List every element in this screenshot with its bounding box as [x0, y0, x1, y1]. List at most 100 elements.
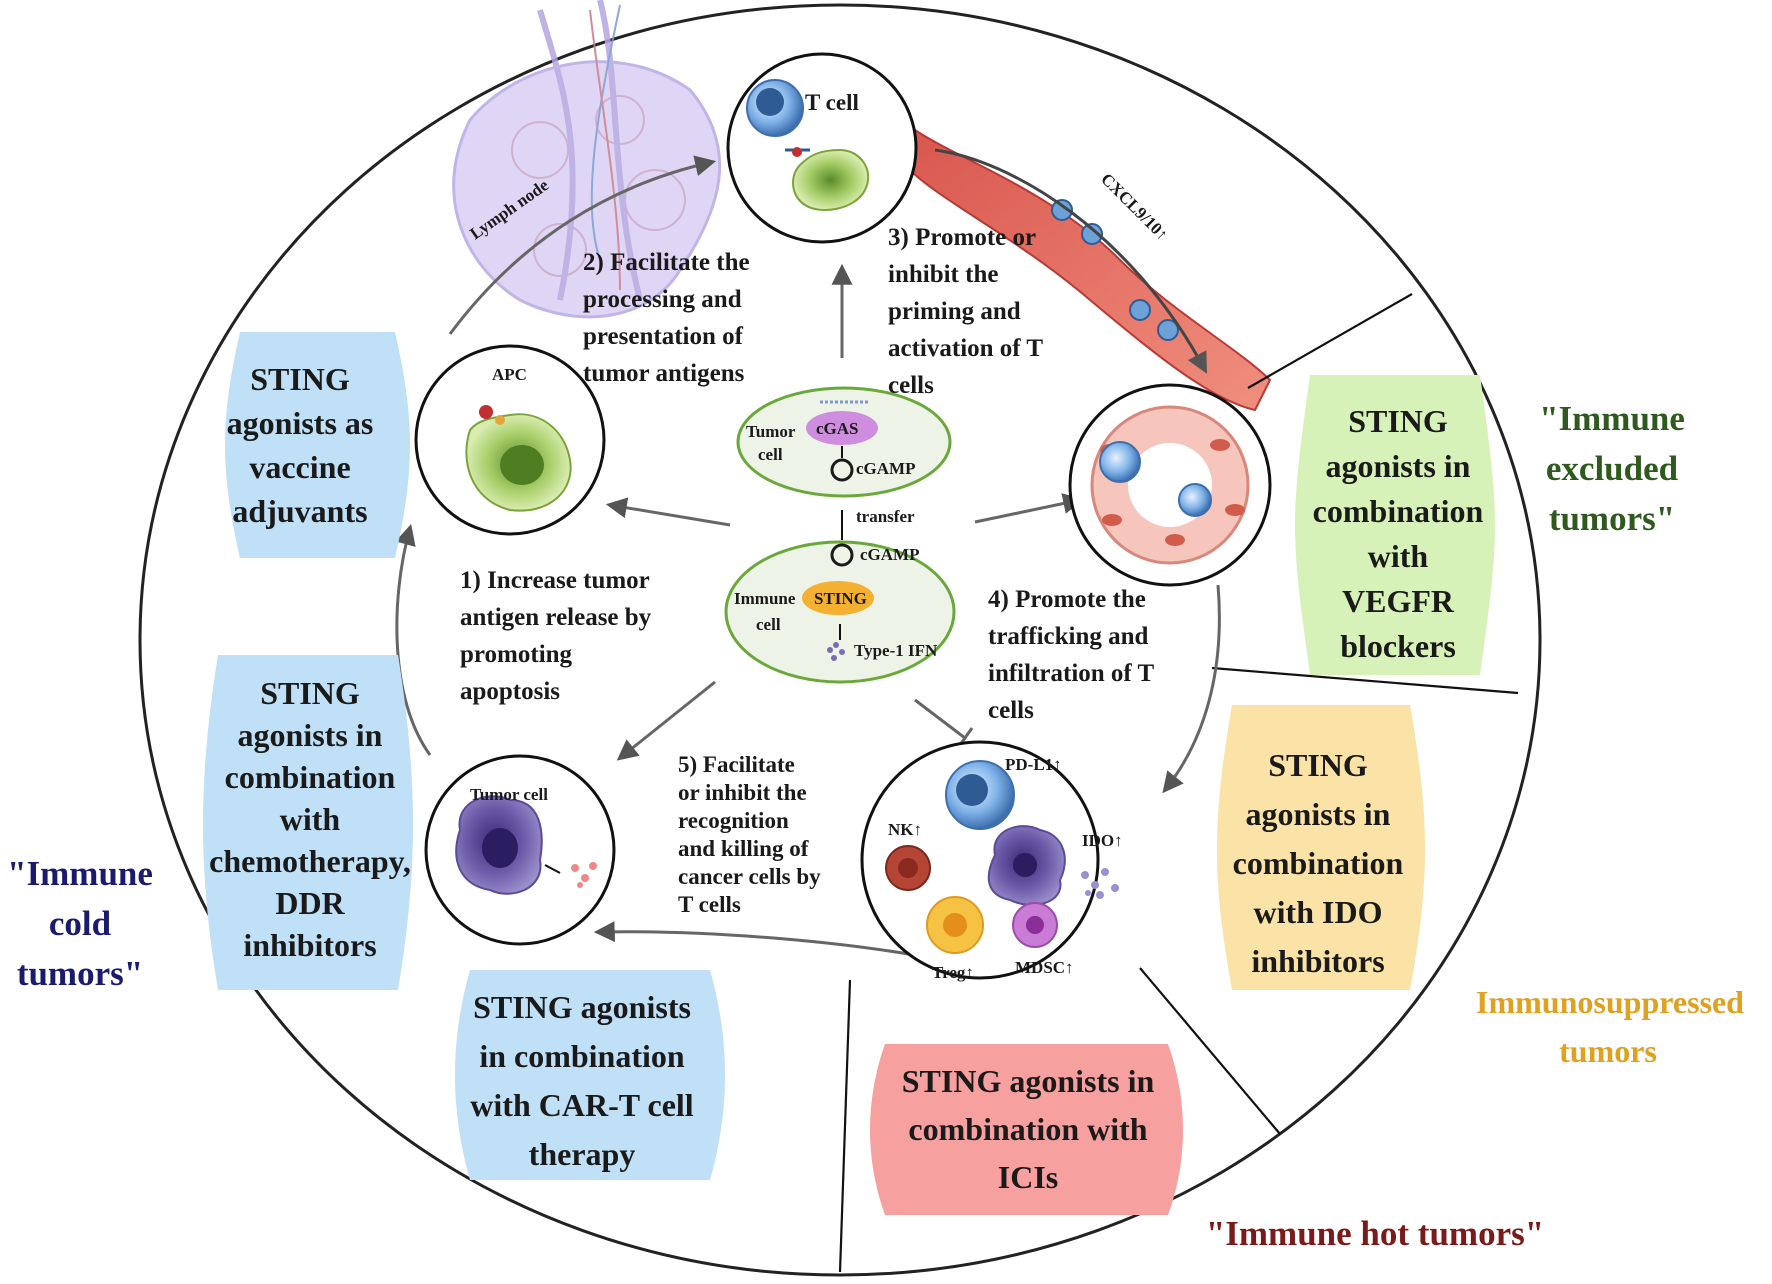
box-line: with: [280, 801, 341, 837]
apc-label: APC: [492, 365, 527, 384]
category-line: Immunosuppressed: [1476, 984, 1744, 1020]
vaccine-adjuvant-box: STING agonists as vaccine adjuvants: [225, 332, 410, 558]
step-4-line: cells: [988, 697, 1034, 724]
t-cell-node: T cell: [726, 52, 918, 244]
step-5-line: and killing of: [678, 836, 809, 861]
center-immune-cell-line1: Immune: [734, 589, 796, 608]
center-arrows: [605, 263, 1085, 761]
step-5-line: cancer cells by: [678, 864, 821, 889]
category-suppressed: Immunosuppressed tumors: [1476, 984, 1744, 1069]
category-cold: "Immune cold tumors": [7, 854, 153, 993]
apc-node: APC: [414, 344, 606, 536]
category-line: "Immune: [1539, 399, 1685, 438]
tumor-cell-node: Tumor cell: [424, 754, 616, 946]
car-t-box: STING agonists in combination with CAR-T…: [455, 970, 725, 1180]
cgamp-bottom-label: cGAMP: [860, 545, 919, 564]
mdsc-label: MDSC↑: [1015, 958, 1074, 977]
box-line: STING: [260, 675, 360, 711]
box-line: chemotherapy,: [209, 843, 411, 879]
step-1-line: antigen release by: [460, 604, 652, 631]
box-line: with CAR-T cell: [470, 1087, 694, 1123]
step-4: 4) Promote the trafficking and infiltrat…: [988, 586, 1155, 724]
sting-label: STING: [814, 589, 867, 608]
step-5-line: 5) Facilitate: [678, 752, 795, 777]
treg-label: Treg↑: [932, 963, 974, 982]
ici-box: STING agonists in combination with ICIs: [870, 1044, 1183, 1215]
box-line: ICIs: [998, 1159, 1058, 1195]
box-line: STING: [1268, 747, 1368, 783]
center-tumor-cell-line1: Tumor: [746, 422, 796, 441]
step-1: 1) Increase tumor antigen release by pro…: [460, 567, 652, 705]
box-line: STING agonists in: [902, 1063, 1155, 1099]
box-line: STING agonists: [473, 989, 691, 1025]
category-line: tumors: [1559, 1033, 1657, 1069]
transfer-label: transfer: [856, 507, 915, 526]
step-2-line: presentation of: [583, 323, 744, 350]
step-2-line: processing and: [583, 286, 742, 313]
step-4-line: 4) Promote the: [988, 586, 1146, 613]
step-5: 5) Facilitate or inhibit the recognition…: [678, 752, 821, 917]
step-1-line: apoptosis: [460, 678, 560, 705]
nk-label: NK↑: [888, 820, 922, 839]
box-line: STING: [250, 361, 350, 397]
t-cell-label: T cell: [805, 90, 859, 115]
center-tumor-cell-line2: cell: [758, 445, 783, 464]
center-immune-cell-line2: cell: [756, 615, 781, 634]
box-line: inhibitors: [1251, 943, 1384, 979]
box-line: with: [1368, 538, 1429, 574]
lymph-node-illustration: [452, 0, 722, 319]
sting-badge: [802, 581, 874, 615]
step-1-line: 1) Increase tumor: [460, 567, 650, 594]
step-5-line: T cells: [678, 892, 741, 917]
box-line: agonists in: [1326, 448, 1471, 484]
step-3-line: priming and: [888, 298, 1021, 325]
step-2-line: tumor antigens: [583, 360, 745, 387]
category-line: cold: [49, 904, 112, 943]
box-line: agonists in: [1246, 796, 1391, 832]
step-3-line: activation of T: [888, 335, 1043, 362]
chemotherapy-box: STING agonists in combination with chemo…: [203, 655, 413, 990]
box-line: therapy: [529, 1136, 636, 1172]
step-3-line: cells: [888, 372, 934, 399]
step-3-line: 3) Promote or: [888, 224, 1036, 251]
sector-dividers: [838, 293, 1519, 1273]
category-hot: "Immune hot tumors": [1206, 1214, 1544, 1253]
step-3: 3) Promote or inhibit the priming and ac…: [888, 224, 1043, 399]
step-2-line: 2) Facilitate the: [583, 249, 750, 276]
category-excluded: "Immune excluded tumors": [1539, 399, 1685, 538]
pdl1-label: PD-L1↑: [1005, 755, 1062, 774]
cgas-label: cGAS: [816, 419, 859, 438]
cgas-sting-pathway: Tumor cell cGAS cGAMP transfer cGAMP Imm…: [724, 386, 956, 684]
step-3-line: inhibit the: [888, 261, 998, 288]
step-5-line: or inhibit the: [678, 780, 807, 805]
box-line: blockers: [1340, 628, 1456, 664]
box-line: combination: [1233, 845, 1404, 881]
step-5-line: recognition: [678, 808, 789, 833]
box-line: combination with: [908, 1111, 1147, 1147]
step-2: 2) Facilitate the processing and present…: [583, 249, 750, 387]
box-line: agonists in: [238, 717, 383, 753]
box-line: agonists as: [227, 405, 374, 441]
category-line: tumors": [1549, 499, 1675, 538]
box-line: VEGFR: [1342, 583, 1455, 619]
ido-label: IDO↑: [1082, 831, 1123, 850]
box-line: vaccine: [249, 449, 350, 485]
box-line: DDR: [275, 885, 345, 921]
box-line: adjuvants: [232, 493, 367, 529]
ifn-label: Type-1 IFN: [854, 641, 938, 660]
step-1-line: promoting: [460, 641, 573, 668]
tumor-microenvironment-node: PD-L1↑ NK↑ IDO↑ Treg↑ MDSC↑: [860, 740, 1123, 982]
box-line: with IDO: [1254, 894, 1383, 930]
box-line: STING: [1348, 403, 1448, 439]
category-line: tumors": [17, 954, 143, 993]
vessel-cross-section-node: [1068, 383, 1272, 587]
box-line: combination: [1313, 493, 1484, 529]
blood-vessel-illustration: [908, 128, 1272, 412]
box-line: in combination: [479, 1038, 685, 1074]
tumor-cell-label: Tumor cell: [470, 785, 548, 804]
ido-inhibitor-box: STING agonists in combination with IDO i…: [1217, 705, 1425, 990]
vegfr-blocker-box: STING agonists in combination with VEGFR…: [1295, 375, 1495, 675]
box-line: combination: [225, 759, 396, 795]
cgas-badge: [806, 411, 878, 445]
